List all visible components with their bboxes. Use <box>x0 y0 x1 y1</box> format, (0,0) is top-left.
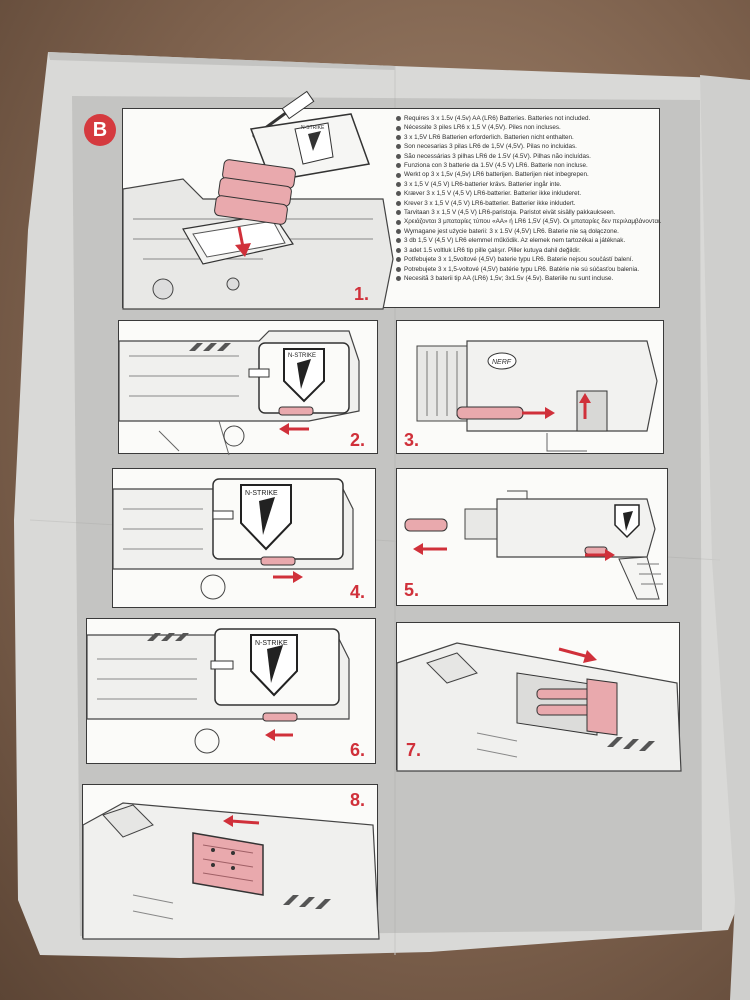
battery-line: Kræver 3 x 1,5 V (4,5 V) LR6-batterier. … <box>396 189 658 198</box>
language-flag-icon <box>396 219 401 225</box>
language-flag-icon <box>396 163 401 169</box>
language-flag-icon <box>396 144 401 150</box>
language-flag-icon <box>396 153 401 159</box>
step-4-panel: N-STRIKE <box>112 468 376 608</box>
battery-line: Requires 3 x 1.5v (4.5v) AA (LR6) Batter… <box>396 114 658 123</box>
battery-line: Tarvitaan 3 x 1,5 V (4,5 V) LR6-paristoj… <box>396 208 658 217</box>
batteries <box>214 159 296 225</box>
n-strike-logo: N-STRIKE <box>288 353 316 359</box>
battery-line: 3 adet 1.5 voltluk LR6 tip pille çalışır… <box>396 246 658 255</box>
barrel-insert-illustration: NERF <box>416 340 658 452</box>
battery-line: Son necesarias 3 pilas LR6 de 1,5V (4,5V… <box>396 142 658 151</box>
section-badge: B <box>84 114 116 146</box>
language-flag-icon <box>396 200 401 206</box>
drum-close-illustration <box>82 802 380 940</box>
step-4-label: 4. <box>350 582 366 602</box>
nerf-logo: NERF <box>492 359 512 366</box>
step-2-label: 2. <box>350 430 366 450</box>
battery-line: 3 x 1,5V LR6 Batterien erforderlich. Bat… <box>396 133 658 142</box>
language-flag-icon <box>396 182 401 188</box>
language-flag-icon <box>396 238 401 244</box>
step-5-label: 5. <box>404 580 420 600</box>
language-flag-icon <box>396 229 401 235</box>
language-flag-icon <box>396 276 401 282</box>
language-flag-icon <box>396 266 401 272</box>
step-8-panel <box>82 784 380 940</box>
battery-line: São necessárias 3 pilhas LR6 de 1.5V (4.… <box>396 152 658 161</box>
step-3-panel: NERF <box>396 320 664 454</box>
language-flag-icon <box>396 191 401 197</box>
step-5-panel <box>396 468 668 606</box>
step-1-panel: N-STRIKE <box>122 90 660 310</box>
step-7-label: 7. <box>406 740 422 760</box>
language-flag-icon <box>396 210 401 216</box>
battery-line: Necesită 3 baterii tip AA (LR6) 1,5v; 3x… <box>396 274 658 283</box>
battery-illustration: N-STRIKE <box>122 90 394 310</box>
step-3-label: 3. <box>404 430 420 450</box>
battery-line: 3 x 1,5 V (4,5 V) LR6-batterier krävs. B… <box>396 180 658 189</box>
battery-line: Nécessite 3 piles LR6 x 1,5 V (4,5V). Pi… <box>396 123 658 132</box>
blaster-side-illustration: N-STRIKE <box>118 330 360 456</box>
battery-line: Potrebujete 3 x 1,5-voltové (4,5V) batér… <box>396 265 658 274</box>
n-strike-logo: N-STRIKE <box>245 490 278 497</box>
language-flag-icon <box>396 247 401 253</box>
language-flag-icon <box>396 135 401 141</box>
battery-line: 3 db 1,5 V (4,5 V) LR6 elemmel működik. … <box>396 236 658 245</box>
language-flag-icon <box>396 116 401 122</box>
barrel-remove-illustration <box>404 490 663 600</box>
language-flag-icon <box>396 125 401 131</box>
drum-slide-illustration <box>396 642 682 772</box>
battery-requirements-list: Requires 3 x 1.5v (4.5v) AA (LR6) Batter… <box>396 114 661 283</box>
battery-line: Werkt op 3 x 1,5v (4,5v) LR6 batterijen.… <box>396 170 658 179</box>
battery-line: Funziona con 3 batterie da 1.5V (4.5 V) … <box>396 161 658 170</box>
blaster-side-illustration: N-STRIKE <box>112 478 354 600</box>
step-2-panel: N-STRIKE <box>118 320 378 456</box>
step-6-label: 6. <box>350 740 366 760</box>
step-7-panel <box>396 622 682 772</box>
battery-line: Wymagane jest użycie baterii: 3 x 1.5V (… <box>396 227 658 236</box>
step-8-label: 8. <box>350 790 366 810</box>
battery-line: Krever 3 x 1,5 V (4,5 V) LR6-batterier. … <box>396 199 658 208</box>
n-strike-logo-small: N-STRIKE <box>301 125 325 131</box>
n-strike-logo: N-STRIKE <box>255 640 288 647</box>
language-flag-icon <box>396 172 401 178</box>
language-flag-icon <box>396 257 401 263</box>
step-6-panel: N-STRIKE <box>86 618 376 764</box>
step-1-label: 1. <box>354 284 370 304</box>
blaster-side-illustration: N-STRIKE <box>86 628 350 754</box>
battery-line: Χρειάζονται 3 μπαταρίες τύπου «AA» ή LR6… <box>396 217 661 226</box>
battery-line: Potřebujete 3 x 1,5voltové (4,5V) bateri… <box>396 255 658 264</box>
